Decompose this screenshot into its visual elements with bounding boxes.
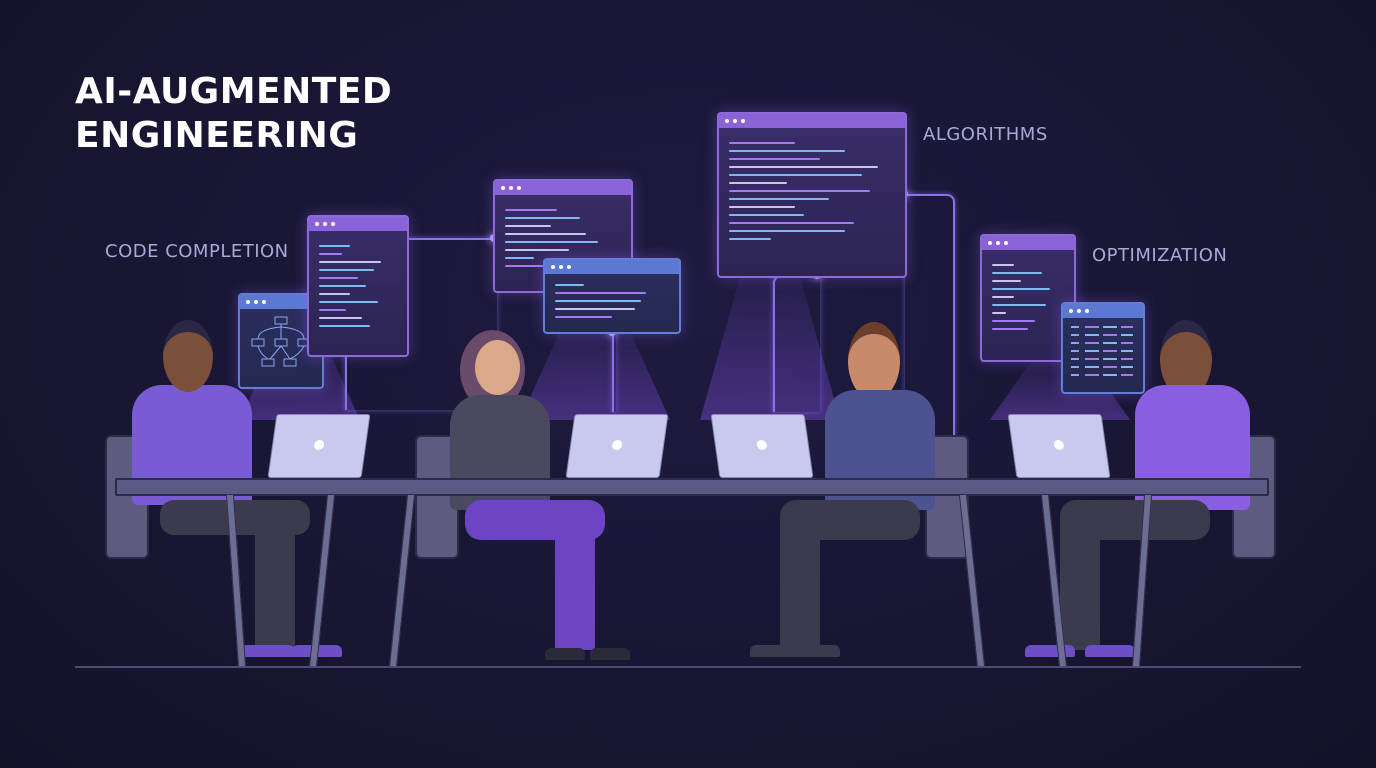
code-completion-window (307, 215, 409, 357)
legs (555, 520, 595, 650)
window-titlebar (719, 114, 905, 128)
legs (255, 520, 295, 650)
data-table-icon (1071, 326, 1133, 376)
shoe (590, 648, 630, 660)
code-window-secondary (543, 258, 681, 334)
shoe (795, 645, 840, 657)
window-titlebar (309, 217, 407, 231)
laptop (565, 414, 669, 478)
connector-wire (773, 275, 820, 412)
data-table-window (1061, 302, 1145, 394)
connector-wire (905, 194, 955, 451)
laptop (1007, 414, 1111, 478)
shoe (545, 648, 585, 660)
desk (115, 478, 1269, 496)
floor-line (75, 666, 1301, 668)
window-titlebar (545, 260, 679, 274)
window-titlebar (982, 236, 1074, 250)
window-titlebar (495, 181, 631, 195)
window-titlebar (240, 295, 322, 309)
flowchart-icon (251, 316, 311, 367)
laptop (267, 414, 371, 478)
title-line-1: AI-AUGMENTED (75, 71, 393, 112)
connector-wire (612, 332, 616, 412)
algorithms-window (717, 112, 907, 278)
window-titlebar (1063, 304, 1143, 318)
shoe (1085, 645, 1135, 657)
title-line-2: ENGINEERING (75, 115, 359, 156)
shoe (240, 645, 295, 657)
label-optimization: OPTIMIZATION (1092, 245, 1228, 266)
head (475, 340, 520, 395)
label-code-completion: CODE COMPLETION (105, 241, 289, 262)
label-algorithms: ALGORITHMS (923, 124, 1048, 145)
shoe (1025, 645, 1075, 657)
optimization-code-window (980, 234, 1076, 362)
shoe (750, 645, 800, 657)
head (163, 320, 213, 392)
laptop (710, 414, 814, 478)
page-title: AI-AUGMENTED ENGINEERING (75, 70, 392, 158)
legs (780, 520, 820, 650)
legs (1060, 520, 1100, 650)
head (848, 322, 900, 400)
